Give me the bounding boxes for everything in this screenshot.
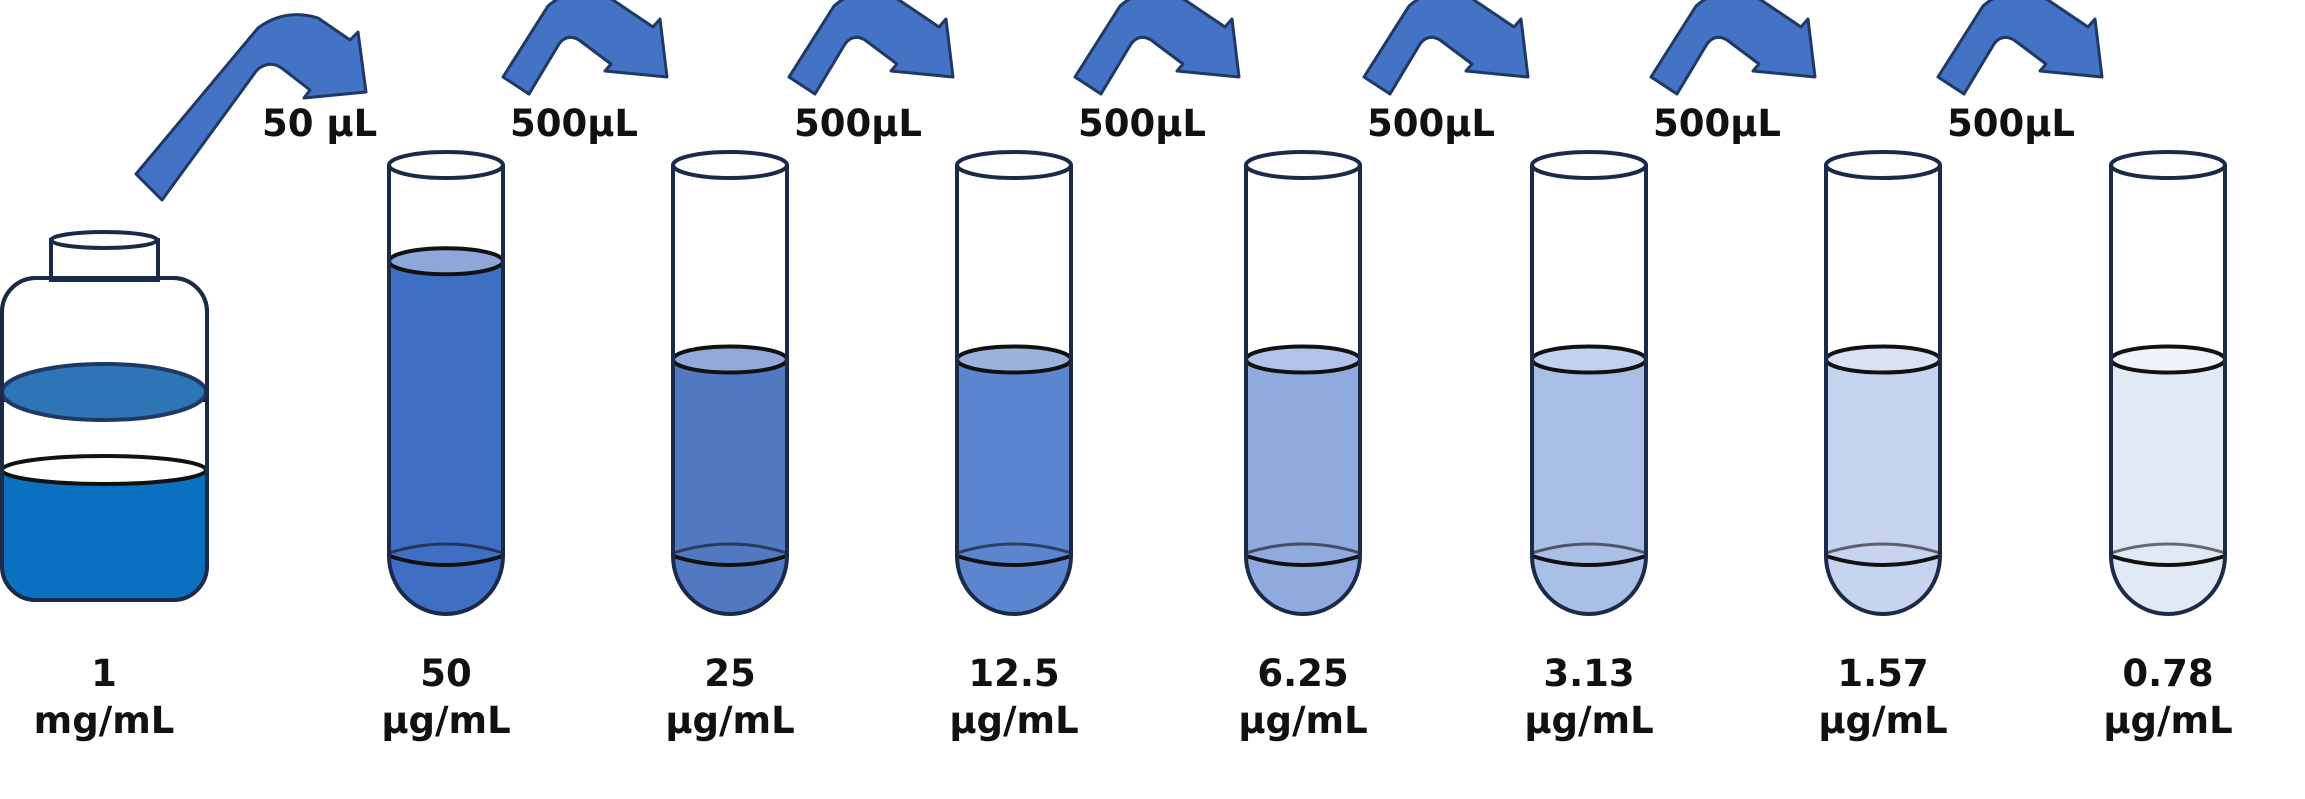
tube-conc-unit: µg/mL xyxy=(381,699,510,742)
transfer-step-5: 500µL xyxy=(1362,0,1530,145)
tube-liquid-surface xyxy=(1824,344,1942,375)
transfer-volume-1: 50 µL xyxy=(262,102,377,145)
tube-rim xyxy=(1530,150,1648,180)
tube-bottom-band xyxy=(1531,554,1647,567)
tube-outline xyxy=(1244,165,1362,616)
tube-bottom-band-top xyxy=(1531,542,1647,555)
tube-conc-value: 1.57 xyxy=(1837,652,1928,695)
tube-liquid-surface xyxy=(955,344,1073,375)
tube-bottom-band-top xyxy=(672,542,788,555)
bottle-liquid-surface xyxy=(0,362,208,422)
transfer-arrow xyxy=(1649,0,1817,96)
tube-rim xyxy=(955,150,1073,180)
tube-bottom-band-top xyxy=(388,542,504,555)
stock-conc-value: 1 xyxy=(91,652,117,695)
tube-outline xyxy=(2109,165,2227,616)
tube-bottom-band xyxy=(2110,554,2226,567)
transfer-arrow xyxy=(501,0,669,96)
tube-liquid xyxy=(1826,359,1940,614)
tube-outline xyxy=(955,165,1073,616)
tube-bottom-band-top xyxy=(2110,542,2226,555)
tube-bottom-band-top xyxy=(1245,542,1361,555)
tube-outline xyxy=(671,165,789,616)
transfer-arrow xyxy=(787,0,955,96)
tube-conc-unit: µg/mL xyxy=(1818,699,1947,742)
tube-bottom-band xyxy=(956,554,1072,567)
bottle-liquid-top-line xyxy=(0,454,208,486)
transfer-volume: 500µL xyxy=(794,102,922,145)
tube-conc-value: 0.78 xyxy=(2122,652,2213,695)
transfer-step-7: 500µL xyxy=(1936,0,2104,145)
tube-outline xyxy=(1824,165,1942,616)
tube-bottom-band xyxy=(672,554,788,567)
tube-liquid xyxy=(1246,359,1360,614)
tube-bottom-band-top xyxy=(1825,542,1941,555)
tube-conc-unit: µg/mL xyxy=(949,699,1078,742)
tube-conc-value: 12.5 xyxy=(968,652,1059,695)
tube-bottom-band xyxy=(1825,554,1941,567)
transfer-volume: 500µL xyxy=(1078,102,1206,145)
test-tube-3: 12.5µg/mL xyxy=(949,150,1079,742)
tube-rim xyxy=(2109,150,2227,180)
tube-bottom-band xyxy=(1245,554,1361,567)
stock-conc-unit: mg/mL xyxy=(34,699,175,742)
transfer-volume: 500µL xyxy=(1367,102,1495,145)
tube-outline xyxy=(1530,165,1648,616)
bottle-cap-top xyxy=(49,230,159,250)
reagent-bottle-icon xyxy=(0,230,209,602)
transfer-arrow xyxy=(1936,0,2104,96)
tube-liquid xyxy=(2111,359,2225,614)
tube-conc-unit: µg/mL xyxy=(2103,699,2232,742)
transfer-step-6: 500µL xyxy=(1649,0,1817,145)
transfer-arrow xyxy=(1362,0,1530,96)
bottle-outline xyxy=(0,276,209,602)
transfer-arrow xyxy=(1073,0,1241,96)
tube-liquid xyxy=(1532,359,1646,614)
tube-conc-value: 25 xyxy=(704,652,756,695)
tube-conc-value: 6.25 xyxy=(1257,652,1348,695)
tube-liquid-surface xyxy=(671,344,789,375)
tube-outline xyxy=(387,165,505,616)
tube-conc-unit: µg/mL xyxy=(1524,699,1653,742)
tube-liquid xyxy=(957,359,1071,614)
tube-liquid xyxy=(389,261,503,614)
tube-bottom-band xyxy=(388,554,504,567)
tube-bottom-band-top xyxy=(956,542,1072,555)
tube-rim xyxy=(1824,150,1942,180)
transfer-step-3: 500µL xyxy=(787,0,955,145)
transfer-volume: 500µL xyxy=(1947,102,2075,145)
tube-conc-value: 50 xyxy=(420,652,472,695)
tube-conc-unit: µg/mL xyxy=(1238,699,1367,742)
tube-liquid xyxy=(673,359,787,614)
bottle-liquid xyxy=(4,470,205,598)
transfer-volume: 500µL xyxy=(510,102,638,145)
tube-liquid-surface xyxy=(1244,344,1362,375)
tube-liquid-surface xyxy=(1530,344,1648,375)
transfer-step-4: 500µL xyxy=(1073,0,1241,145)
tube-liquid-surface xyxy=(387,246,505,277)
transfer-arrow-1 xyxy=(134,13,368,202)
tube-liquid-surface xyxy=(2109,344,2227,375)
tube-rim xyxy=(1244,150,1362,180)
tube-conc-value: 3.13 xyxy=(1543,652,1634,695)
tube-rim xyxy=(387,150,505,180)
transfer-step-2: 500µL xyxy=(501,0,669,145)
transfer-volume: 500µL xyxy=(1653,102,1781,145)
tube-conc-unit: µg/mL xyxy=(665,699,794,742)
tube-rim xyxy=(671,150,789,180)
